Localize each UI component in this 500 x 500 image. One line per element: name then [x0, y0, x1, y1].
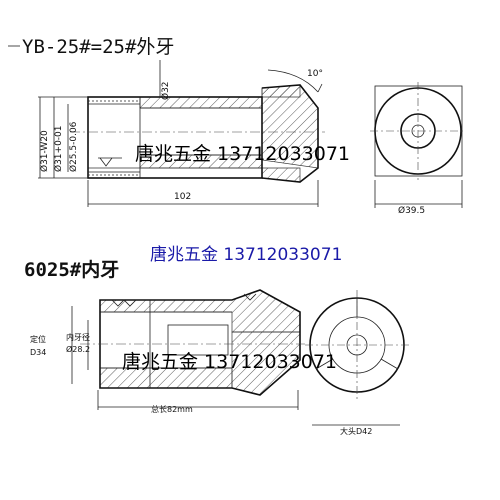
- dim-d31-w20: Ø31-W20: [39, 130, 50, 172]
- top-dimension-lines: [38, 60, 463, 208]
- watermark-mid: 唐兆五金 13712033071: [150, 244, 342, 265]
- dim-d25-tol: Ø25.5-0.06: [68, 121, 79, 172]
- top-finish-mark: [99, 157, 113, 167]
- top-body-outline: [87, 96, 263, 179]
- dim-d39: Ø39.5: [398, 205, 425, 216]
- dim-angle: 10°: [307, 69, 323, 79]
- bottom-dimension-labels: 定位 D34 内牙径 Ø28.2 总长82mm 大头D42: [30, 332, 372, 436]
- bottom-title: 6025#内牙: [24, 258, 119, 281]
- watermark-top: 唐兆五金 13712033071: [135, 143, 350, 165]
- bottom-dimension-lines: [71, 306, 400, 426]
- top-lower-outer-hatch: [88, 167, 301, 183]
- locate-value: D34: [30, 348, 46, 357]
- bottom-collet-side-view: [80, 289, 305, 396]
- bottom-end-view: [305, 290, 410, 400]
- top-head-outline: [261, 84, 319, 183]
- top-dimension-labels: Ø31-W20 Ø31+0-01 Ø25.5-0.06 Ø32 10° 102 …: [39, 69, 425, 216]
- watermark-bottom: 唐兆五金 13712033071: [122, 351, 337, 373]
- top-title: YB-25#=25#外牙: [22, 36, 174, 58]
- top-collet-side-view: [70, 84, 325, 183]
- dim-d31-tol: Ø31+0-01: [53, 125, 64, 172]
- inner-thread-value: Ø28.2: [66, 344, 90, 354]
- top-end-view: [370, 82, 466, 180]
- total-length-label: 总长82mm: [151, 404, 193, 414]
- dim-length: 102: [174, 192, 191, 202]
- top-upper-inner-hatch: [139, 96, 263, 109]
- dim-d32: Ø32: [160, 81, 171, 100]
- inner-thread-label: 内牙径: [66, 332, 90, 342]
- big-head-label: 大头D42: [340, 426, 372, 436]
- locate-label: 定位: [30, 334, 46, 344]
